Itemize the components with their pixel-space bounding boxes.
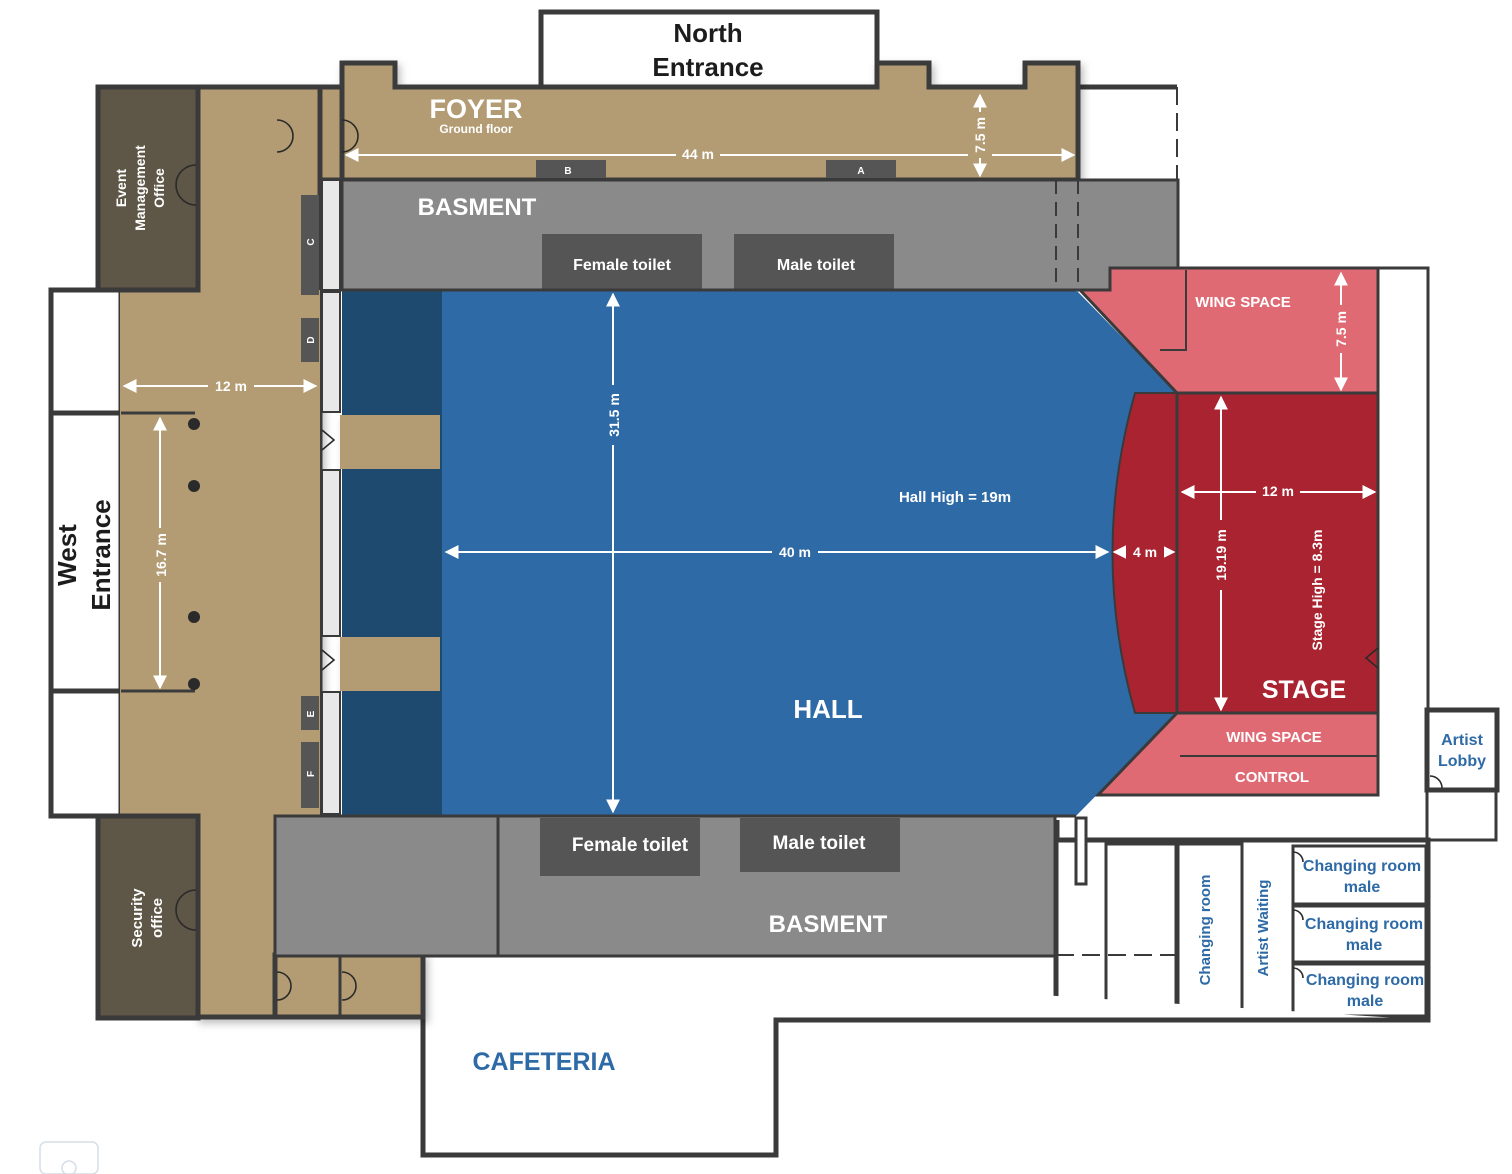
basement-top-label: BASMENT [418, 194, 537, 221]
service-corridor [1378, 266, 1430, 708]
security-office[interactable] [95, 813, 201, 1021]
stage-label: STAGE [1262, 676, 1346, 704]
event-office-label-2: Management [132, 145, 148, 231]
door-a[interactable] [826, 160, 896, 178]
hall-side-seating [342, 290, 442, 816]
female-toilet-top[interactable] [542, 234, 702, 290]
door-e-label: E [306, 710, 317, 717]
dim-wing-depth: 7.5 m [1333, 311, 1349, 347]
north-entrance-label-2: Entrance [652, 52, 763, 82]
foyer-sublabel: Ground floor [439, 122, 513, 136]
labels: North Entrance FOYER Ground floor Event … [52, 18, 1486, 1076]
artist-waiting-label: Artist Waiting [1255, 880, 1272, 977]
dim-stage-width: 12 m [1262, 483, 1294, 499]
changing-room-male-3[interactable] [1291, 962, 1428, 1018]
door-c[interactable] [301, 195, 319, 295]
door-a-label: A [857, 166, 864, 177]
cafeteria-label: CAFETERIA [472, 1048, 615, 1076]
male-toilet-bottom-label: Male toilet [773, 833, 867, 854]
stage-high-label: Stage High = 8.3m [1309, 530, 1325, 651]
female-toilet-bottom[interactable] [540, 818, 700, 876]
changing-room-male-1-label-b: male [1344, 879, 1381, 896]
artist-lobby[interactable] [1424, 707, 1500, 793]
dim-hall-depth: 31.5 m [606, 393, 622, 437]
doors [175, 119, 1443, 1001]
hall-high-label: Hall High = 19m [899, 489, 1011, 506]
changing-room-label: Changing room [1197, 875, 1214, 986]
dim-west-length: 16.7 m [153, 533, 169, 577]
door-b[interactable] [536, 160, 606, 178]
wing-space-bottom[interactable] [1094, 711, 1380, 797]
control-label: CONTROL [1235, 769, 1309, 786]
female-toilet-bottom-label: Female toilet [572, 835, 689, 856]
male-toilet-top-label: Male toilet [777, 257, 856, 274]
compass-icon [39, 1141, 99, 1174]
north-entrance-label-1: North [673, 18, 742, 48]
dim-apron: 4 m [1133, 544, 1157, 560]
changing-room-male-1-label-a: Changing room [1303, 858, 1421, 875]
door-d-label: D [306, 336, 317, 343]
changing-room-male-2[interactable] [1291, 904, 1428, 964]
outer-white-rooms [48, 9, 1500, 1158]
foyer-label: FOYER [429, 94, 522, 124]
changing-room-male-1[interactable] [1291, 844, 1428, 906]
event-office-label-3: Office [151, 168, 167, 208]
door-f[interactable] [301, 742, 319, 808]
door-f-label: F [306, 771, 317, 777]
wing-space-top-label: WING SPACE [1195, 294, 1291, 311]
door-e[interactable] [301, 696, 319, 730]
west-entrance-upper [48, 287, 124, 416]
door-d[interactable] [301, 318, 319, 362]
dim-west-width: 12 m [215, 378, 247, 394]
wing-space-bottom-label: WING SPACE [1226, 729, 1322, 746]
hall-label: HALL [793, 694, 862, 724]
changing-room-male-3-label-a: Changing room [1306, 972, 1424, 989]
male-toilet-bottom[interactable] [740, 818, 900, 872]
changing-room[interactable] [1104, 842, 1178, 1018]
dim-hall-width: 40 m [779, 544, 811, 560]
artist-lobby-label-1: Artist [1441, 732, 1483, 749]
changing-room-male-3-label-b: male [1347, 993, 1384, 1010]
changing-room-male-2-label-a: Changing room [1305, 916, 1423, 933]
security-office-label-1: Security [129, 888, 146, 948]
event-management-office[interactable] [95, 84, 201, 293]
door-c-label: C [306, 238, 317, 245]
security-office-label-2: office [149, 898, 166, 938]
dim-foyer-depth: 7.5 m [972, 117, 988, 153]
event-office-label-1: Event [113, 169, 129, 207]
west-entrance-lower [48, 688, 124, 819]
female-toilet-top-label: Female toilet [573, 257, 671, 274]
artist-waiting[interactable] [1176, 842, 1244, 1018]
changing-room-male-2-label-b: male [1346, 937, 1383, 954]
door-b-label: B [564, 166, 571, 177]
west-entrance-label-2: Entrance [86, 499, 116, 610]
stage-area [1056, 266, 1380, 886]
male-toilet-top[interactable] [734, 234, 894, 290]
west-entrance-label-1: West [52, 524, 82, 586]
stage[interactable] [1175, 391, 1380, 715]
dim-foyer-width: 44 m [682, 146, 714, 162]
cafeteria[interactable] [420, 955, 1428, 1158]
dim-stage-depth: 19.19 m [1213, 529, 1229, 580]
basement-bottom-label: BASMENT [769, 911, 888, 938]
artist-lobby-label-2: Lobby [1438, 753, 1486, 770]
